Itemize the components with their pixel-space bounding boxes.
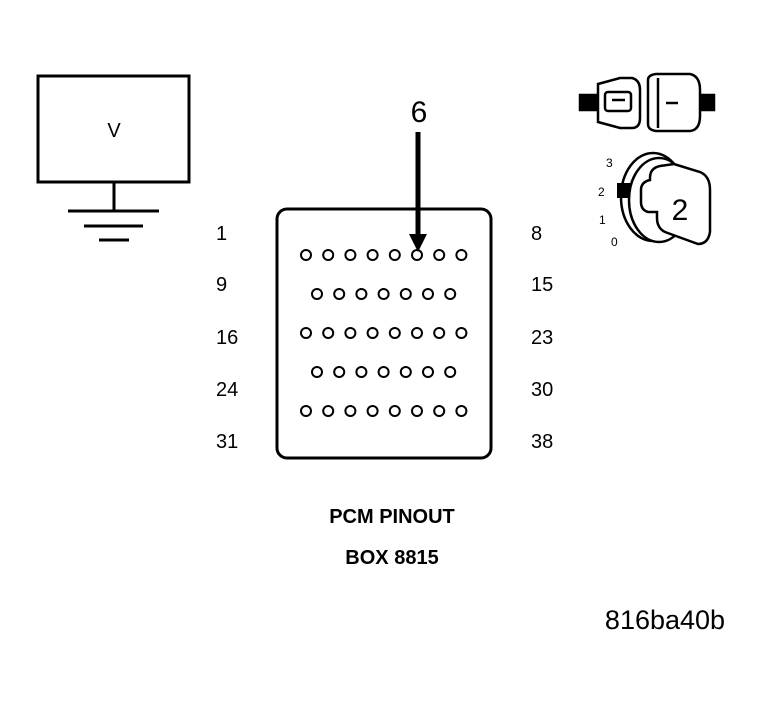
connector-pin xyxy=(411,249,423,261)
connector-pin xyxy=(355,288,368,300)
voltmeter-label: V xyxy=(107,120,121,142)
connector-pin xyxy=(322,249,335,261)
pin-number-label: 8 xyxy=(531,223,542,245)
connector-pin xyxy=(333,288,346,300)
ground-icon xyxy=(68,182,159,242)
connector-pin xyxy=(344,327,357,339)
pin-number-label: 23 xyxy=(531,327,553,349)
connector-pin xyxy=(322,327,335,339)
pin-callout-label: 6 xyxy=(411,96,428,129)
right-pin-numbers: 8 15 23 30 38 xyxy=(531,223,553,453)
connector-pin xyxy=(333,366,346,378)
connector-pin xyxy=(455,327,468,339)
connector-pin xyxy=(366,249,379,261)
connector-pin xyxy=(455,249,468,261)
pcm-connector-body xyxy=(275,207,493,460)
connector-pin xyxy=(399,366,412,378)
caption-title: PCM PINOUT xyxy=(329,506,455,528)
connector-pin xyxy=(422,366,434,378)
back-probe-connector-icon xyxy=(578,72,716,133)
connector-pin xyxy=(366,405,379,417)
pin-number-label: 1 xyxy=(216,223,227,245)
connector-pins xyxy=(300,249,468,417)
ignition-key-icon xyxy=(639,162,712,246)
connector-pin xyxy=(377,288,390,300)
connector-pin xyxy=(411,327,423,339)
connector-pin xyxy=(388,405,401,417)
connector-pin xyxy=(422,288,434,300)
voltmeter-box xyxy=(36,74,191,184)
pin-number-label: 30 xyxy=(531,379,553,401)
ignition-position-label: 0 xyxy=(611,235,618,249)
connector-pin xyxy=(300,249,312,261)
figure-id: 816ba40b xyxy=(605,605,725,635)
connector-pin xyxy=(377,366,390,378)
pin-number-label: 15 xyxy=(531,274,553,296)
connector-pin xyxy=(433,405,446,417)
ignition-key-label: 2 xyxy=(672,194,689,227)
pin-number-label: 9 xyxy=(216,274,227,296)
connector-pin xyxy=(322,405,335,417)
connector-pin xyxy=(300,327,312,339)
connector-pin xyxy=(300,405,312,417)
connector-pin xyxy=(433,249,446,261)
connector-pin xyxy=(444,366,457,378)
connector-pin xyxy=(433,327,446,339)
connector-pin xyxy=(388,249,401,261)
pin-number-label: 24 xyxy=(216,379,238,401)
connector-pin xyxy=(366,327,379,339)
connector-pin xyxy=(311,288,323,300)
connector-pin xyxy=(344,249,357,261)
caption-subtitle: BOX 8815 xyxy=(345,547,438,569)
ignition-position-label: 2 xyxy=(598,185,605,199)
connector-pin xyxy=(355,366,368,378)
callout-arrow xyxy=(409,132,427,252)
ignition-position-label: 1 xyxy=(599,213,606,227)
ignition-position-label: 3 xyxy=(606,156,613,170)
left-pin-numbers: 1 9 16 24 31 xyxy=(216,223,238,453)
connector-pin xyxy=(444,288,457,300)
voltmeter-symbol: V xyxy=(36,74,191,242)
connector-pin xyxy=(455,405,468,417)
connector-pin xyxy=(344,405,357,417)
pin-number-label: 38 xyxy=(531,431,553,453)
ignition-switch-icon: 3 2 1 0 2 xyxy=(598,151,712,249)
connector-pin xyxy=(311,366,323,378)
connector-pin xyxy=(388,327,401,339)
connector-pin xyxy=(399,288,412,300)
connector-pin xyxy=(411,405,423,417)
pin-number-label: 31 xyxy=(216,431,238,453)
pin-number-label: 16 xyxy=(216,327,238,349)
